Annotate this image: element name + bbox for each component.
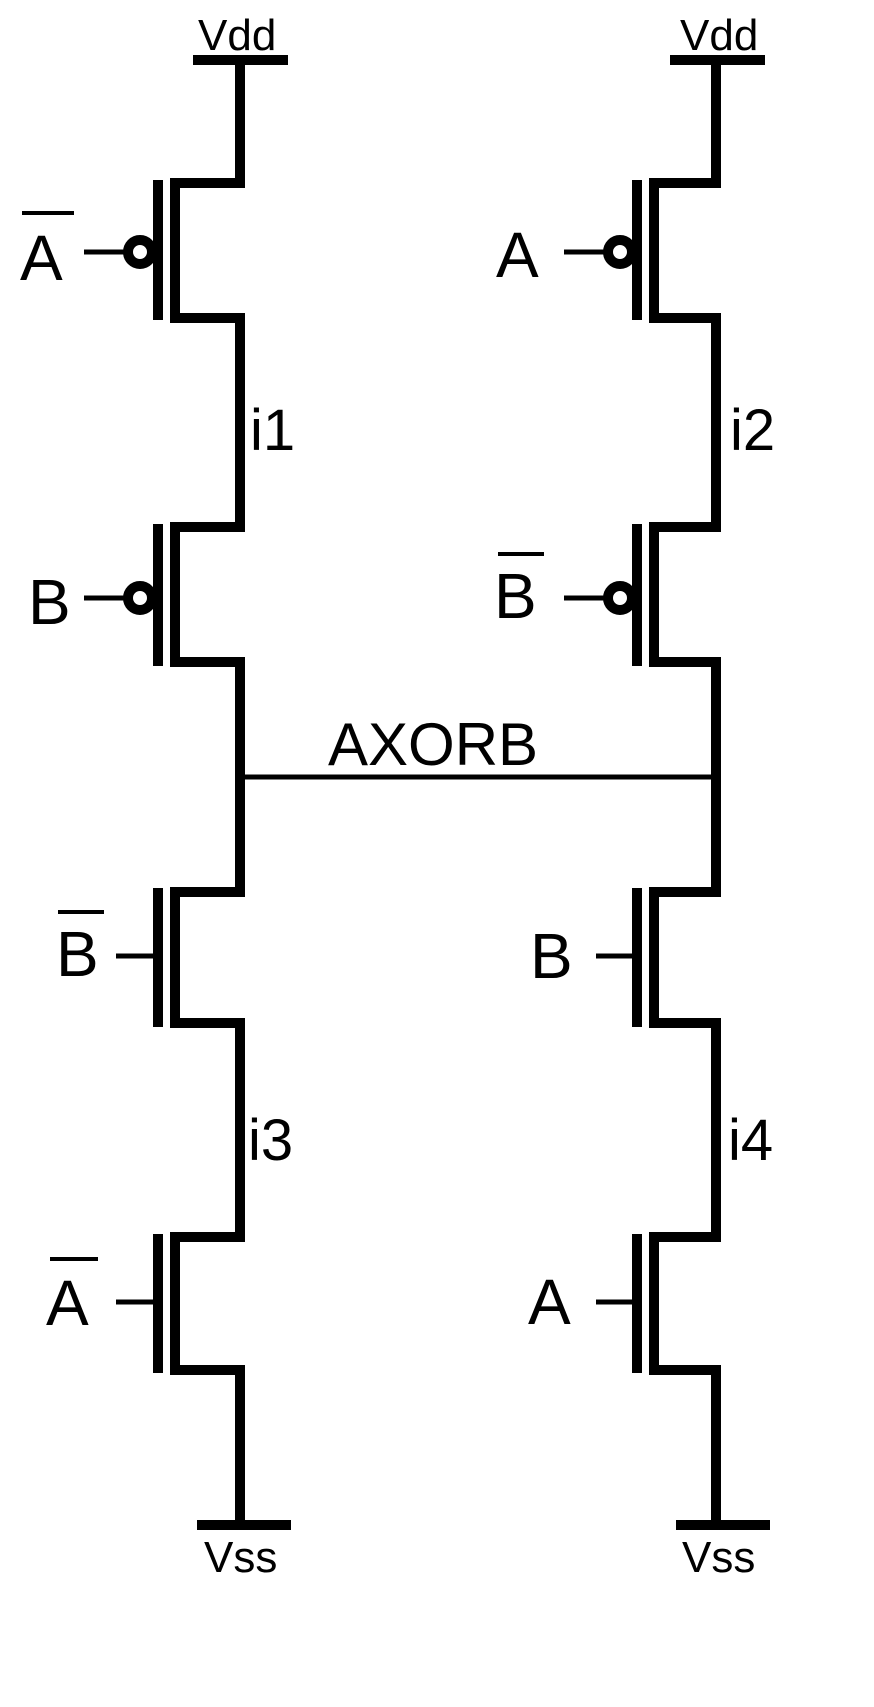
vss-label-left: Vss bbox=[204, 1533, 277, 1582]
nmos-left-bottom bbox=[116, 1232, 245, 1530]
gate-label-b-nmos-right: B bbox=[530, 920, 573, 992]
vss-label-right: Vss bbox=[682, 1533, 755, 1582]
vdd-label-left: Vdd bbox=[198, 11, 276, 60]
gate-label-a-bar-nmos-left: A bbox=[46, 1257, 98, 1339]
gate-label-b-bar-nmos-left: B bbox=[56, 910, 104, 990]
pmos-right-top bbox=[564, 55, 721, 532]
nmos-left-top bbox=[116, 887, 245, 1242]
gate-label-a-bar-pmos-left: A bbox=[20, 211, 74, 294]
vdd-label-right: Vdd bbox=[680, 11, 758, 60]
output-net-label: AXORB bbox=[328, 711, 538, 778]
pmos-left-bottom bbox=[84, 522, 245, 897]
svg-text:A: A bbox=[46, 1267, 89, 1339]
svg-text:B: B bbox=[494, 560, 537, 632]
node-label-i4: i4 bbox=[728, 1108, 773, 1173]
svg-text:A: A bbox=[20, 222, 63, 294]
gate-label-b-bar-pmos-right: B bbox=[494, 552, 544, 632]
nmos-right-bottom bbox=[596, 1232, 721, 1530]
node-label-i1: i1 bbox=[250, 398, 295, 463]
pmos-right-bottom bbox=[564, 522, 721, 897]
gate-label-a-nmos-right: A bbox=[528, 1266, 571, 1338]
nmos-right-top bbox=[596, 887, 721, 1242]
gate-label-b-pmos-left: B bbox=[28, 566, 71, 638]
node-label-i2: i2 bbox=[730, 398, 775, 463]
svg-text:B: B bbox=[56, 918, 99, 990]
gate-label-a-pmos-right: A bbox=[496, 219, 539, 291]
node-label-i3: i3 bbox=[248, 1108, 293, 1173]
pmos-left-top bbox=[84, 55, 245, 532]
